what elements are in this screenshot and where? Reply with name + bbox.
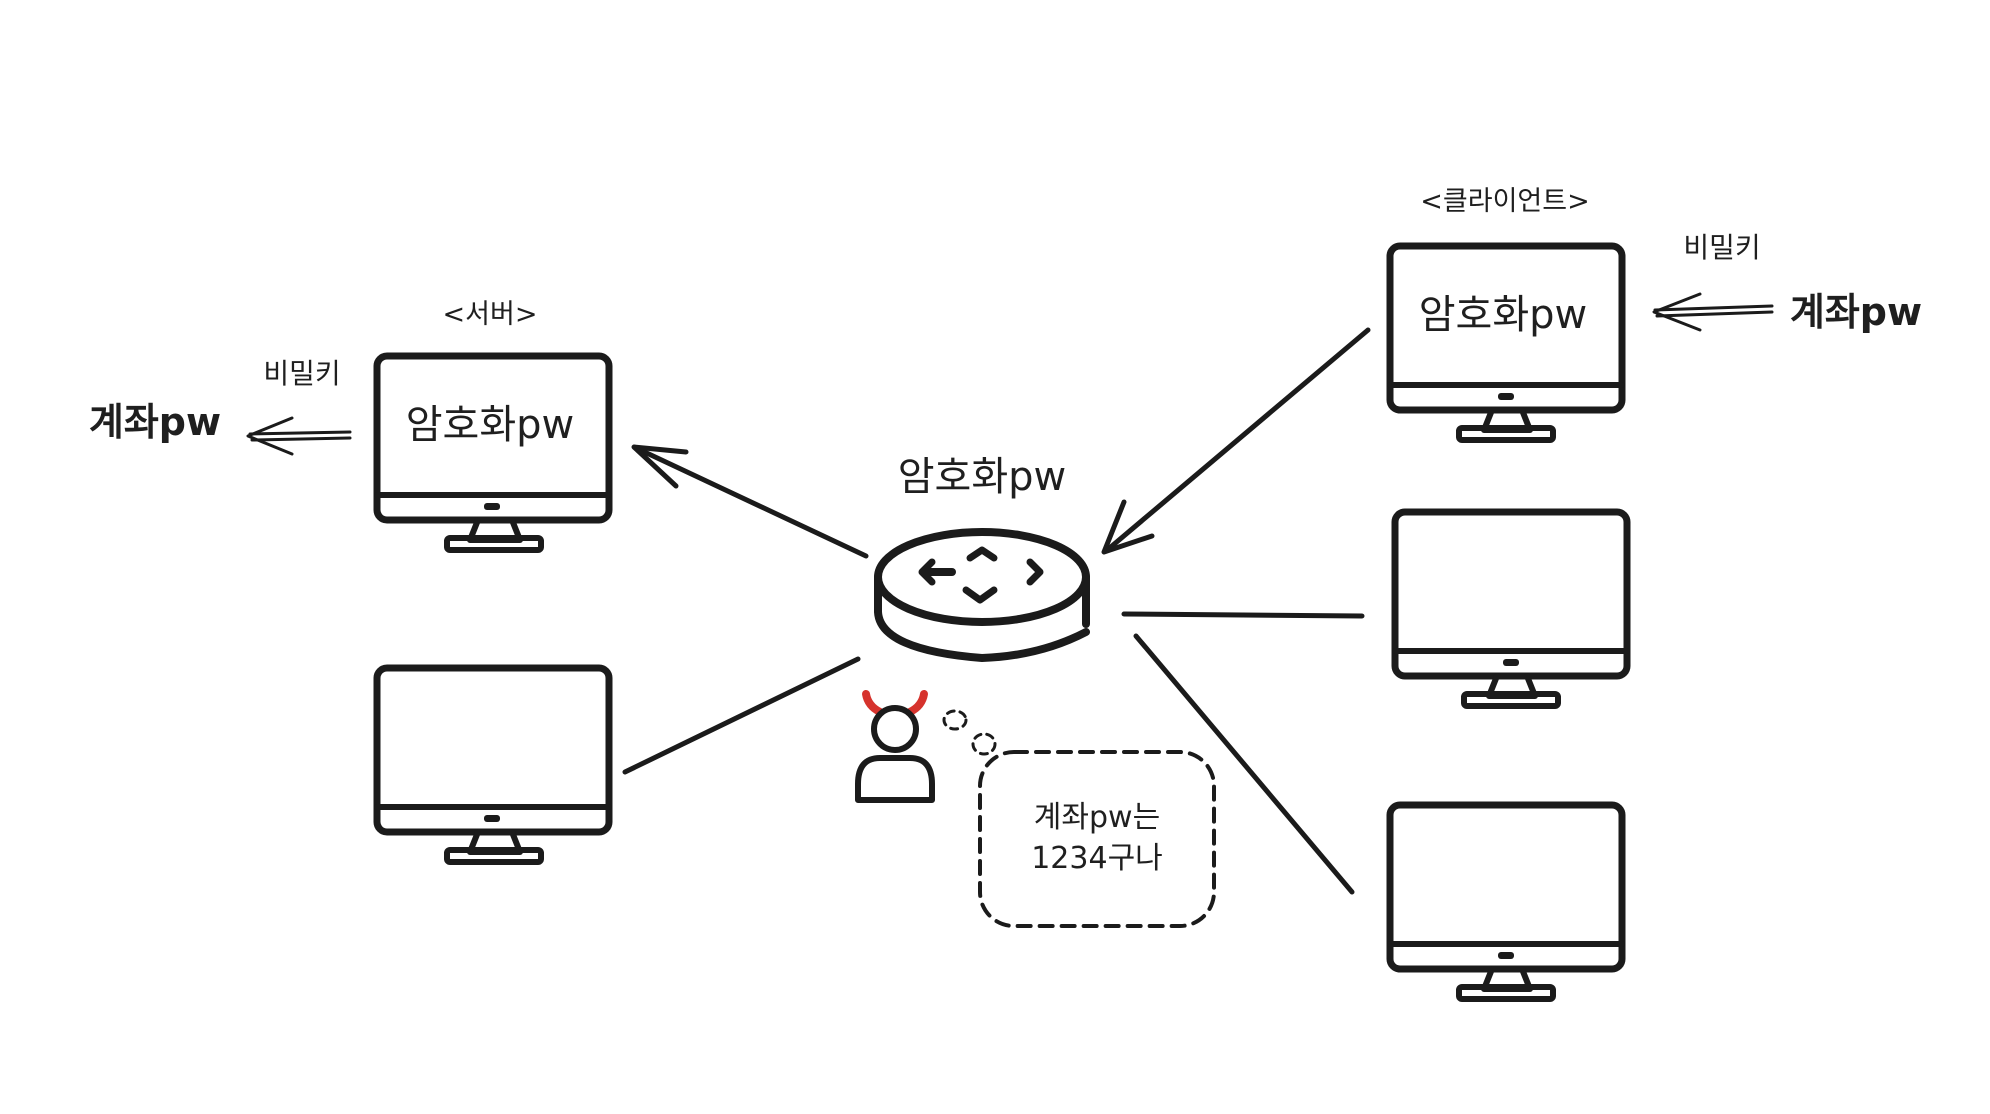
thought-bubble: 계좌pw는 1234구나 (942, 709, 1216, 928)
router-label: 암호화pw (898, 454, 1067, 500)
server-output-label: 계좌pw (89, 400, 221, 444)
right-monitor-2 (1391, 508, 1631, 709)
client-encrypt-arrow (1652, 292, 1774, 332)
client-input-label: 계좌pw (1790, 290, 1922, 334)
thought-text-line2: 1234구나 (1031, 841, 1163, 876)
server-monitor: 암호화pw (373, 352, 613, 553)
thought-text-line1: 계좌pw는 (1034, 800, 1160, 835)
client-title: <클라이언트> (1420, 186, 1589, 217)
router-to-right-monitor-2-line (1121, 611, 1365, 619)
right-monitor-3 (1386, 801, 1626, 1002)
router-icon (874, 528, 1090, 662)
left-monitor-2 (373, 664, 613, 865)
router-to-server-arrow (631, 444, 869, 559)
client-key-label: 비밀키 (1683, 231, 1760, 264)
server-title: <서버> (443, 299, 538, 330)
server-key-label: 비밀키 (263, 357, 340, 390)
hacker-person-icon (855, 690, 935, 803)
router-to-right-monitor-3-line (1133, 633, 1355, 895)
client-screen-text: 암호화pw (1419, 292, 1588, 338)
client-to-router-arrow (1101, 327, 1371, 555)
server-decrypt-arrow (246, 416, 352, 456)
router-to-left-monitor-2-line (622, 656, 861, 775)
server-screen-text: 암호화pw (406, 402, 575, 448)
client-monitor: 암호화pw (1386, 242, 1626, 443)
